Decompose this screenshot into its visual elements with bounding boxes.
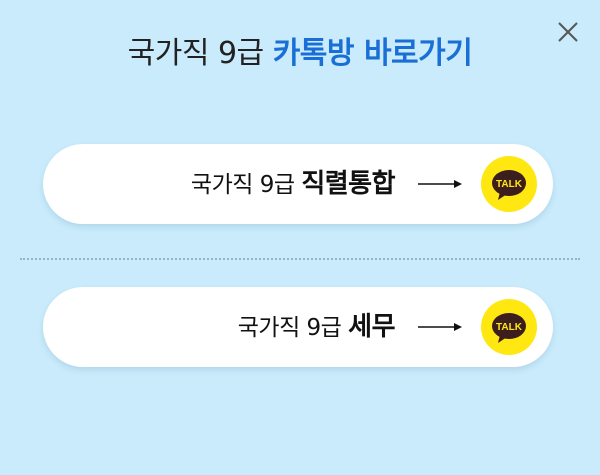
popup-title: 국가직 9급 카톡방 바로가기 <box>0 34 600 74</box>
arrow-right-icon <box>418 323 462 331</box>
arrow-right-icon <box>418 180 462 188</box>
chat-link-button-integrated[interactable]: 국가직 9급 직렬통합 TALK <box>43 144 553 224</box>
chat-link-label: 국가직 9급 직렬통합 <box>190 164 396 204</box>
talk-icon-text: TALK <box>496 179 523 190</box>
kakao-talk-icon[interactable]: TALK <box>481 156 537 212</box>
kakao-talk-icon[interactable]: TALK <box>481 299 537 355</box>
chat-link-prefix: 국가직 9급 <box>190 172 295 198</box>
chat-link-name: 세무 <box>348 312 395 342</box>
chat-link-label: 국가직 9급 세무 <box>237 307 396 347</box>
close-icon <box>558 22 578 42</box>
dotted-divider <box>20 258 580 260</box>
talk-icon-text: TALK <box>496 322 523 333</box>
title-regular: 국가직 9급 <box>127 36 265 71</box>
chat-link-name: 직렬통합 <box>301 169 395 199</box>
chat-link-button-tax[interactable]: 국가직 9급 세무 TALK <box>43 287 553 367</box>
chat-link-prefix: 국가직 9급 <box>237 315 342 341</box>
title-accent: 카톡방 바로가기 <box>272 36 473 71</box>
close-button[interactable] <box>556 20 580 44</box>
